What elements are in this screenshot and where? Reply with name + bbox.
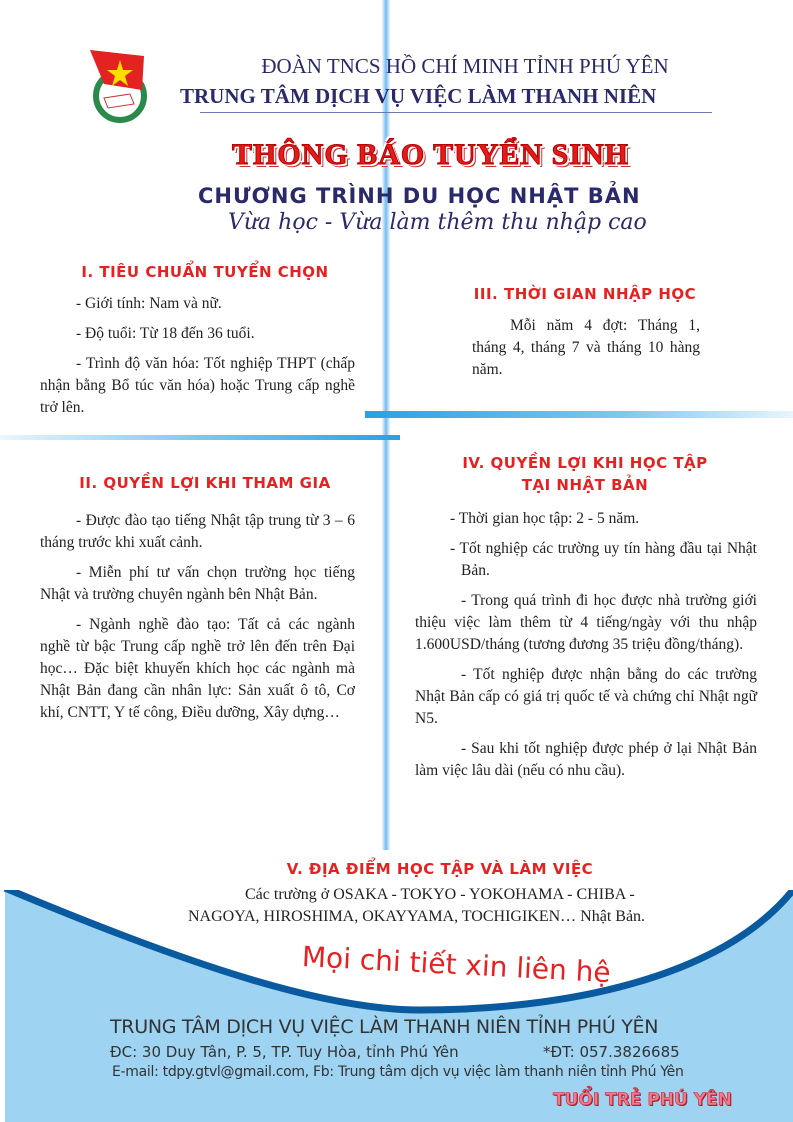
section-1-body: - Giới tính: Nam và nữ. - Độ tuổi: Từ 18… bbox=[40, 293, 355, 427]
youth-union-logo bbox=[90, 50, 147, 123]
section-3-heading: III. THỜI GIAN NHẬP HỌC bbox=[473, 285, 697, 303]
section-5-line1: Các trường ở OSAKA - TOKYO - YOKOHAMA - … bbox=[245, 886, 635, 903]
center-name: TRUNG TÂM DỊCH VỤ VIỆC LÀM THANH NIÊN bbox=[180, 84, 657, 108]
page-title: THÔNG BÁO TUYỂN SINH bbox=[231, 138, 630, 172]
brand-logo-text: TUỔI TRẺ PHÚ YÊN bbox=[553, 1090, 732, 1111]
list-item: - Miễn phí tư vấn chọn trường học tiếng … bbox=[40, 564, 355, 603]
section-4-body: - Thời gian học tập: 2 - 5 năm. - Tốt ng… bbox=[415, 508, 757, 790]
footer-address: ĐC: 30 Duy Tân, P. 5, TP. Tuy Hòa, tỉnh … bbox=[110, 1043, 459, 1061]
vertical-divider bbox=[382, 0, 390, 850]
list-item: - Thời gian học tập: 2 - 5 năm. bbox=[450, 510, 640, 527]
footer-phone: *ĐT: 057.3826685 bbox=[543, 1043, 680, 1061]
section-1-heading: I. TIÊU CHUẨN TUYỂN CHỌN bbox=[81, 263, 329, 281]
list-item: Mỗi năm 4 đợt: Tháng 1, tháng 4, tháng 7… bbox=[472, 317, 700, 378]
header-rule bbox=[200, 112, 712, 113]
slogan: Vừa học - Vừa làm thêm thu nhập cao bbox=[228, 210, 647, 235]
org-name: ĐOÀN TNCS HỒ CHÍ MINH TỈNH PHÚ YÊN bbox=[261, 54, 669, 78]
section-4-heading: IV. QUYỀN LỢI KHI HỌC TẬP TẠI NHẬT BẢN bbox=[410, 452, 760, 496]
list-item: - Trình độ văn hóa: Tốt nghiệp THPT (chấ… bbox=[40, 355, 355, 416]
section-2-body: - Được đào tạo tiếng Nhật tập trung từ 3… bbox=[40, 510, 355, 732]
footer-center-name: TRUNG TÂM DỊCH VỤ VIỆC LÀM THANH NIÊN TỈ… bbox=[110, 1016, 659, 1038]
bottom-wave bbox=[3, 890, 793, 1122]
horizontal-divider-right bbox=[365, 411, 793, 418]
list-item: - Trong quá trình đi học được nhà trường… bbox=[415, 592, 757, 653]
list-item: - Sau khi tốt nghiệp được phép ở lại Nhậ… bbox=[415, 740, 757, 779]
section-5-line2: NAGOYA, HIROSHIMA, OKAYYAMA, TOCHIGIKEN…… bbox=[188, 908, 646, 925]
list-item: - Được đào tạo tiếng Nhật tập trung từ 3… bbox=[40, 512, 355, 551]
list-item: - Giới tính: Nam và nữ. bbox=[76, 295, 222, 312]
list-item: - Tốt nghiệp được nhận bằng do các trườn… bbox=[415, 666, 757, 727]
footer-email: E-mail: tdpy.gtvl@gmail.com, Fb: Trung t… bbox=[112, 1064, 684, 1080]
section-4-heading-line1: IV. QUYỀN LỢI KHI HỌC TẬP bbox=[462, 454, 708, 472]
list-item: - Ngành nghề đào tạo: Tất cả các ngành n… bbox=[40, 616, 355, 721]
section-2-heading: II. QUYỀN LỢI KHI THAM GIA bbox=[79, 474, 331, 492]
horizontal-divider-left bbox=[0, 435, 400, 440]
section-5-heading: V. ĐỊA ĐIỂM HỌC TẬP VÀ LÀM VIỆC bbox=[286, 860, 594, 878]
program-subtitle: CHƯƠNG TRÌNH DU HỌC NHẬT BẢN bbox=[198, 184, 641, 208]
list-item: - Độ tuổi: Từ 18 đến 36 tuổi. bbox=[76, 325, 255, 342]
list-item: - Tốt nghiệp các trường uy tín hàng đầu … bbox=[450, 540, 757, 579]
section-3-body: Mỗi năm 4 đợt: Tháng 1, tháng 4, tháng 7… bbox=[472, 315, 700, 389]
section-4-heading-line2: TẠI NHẬT BẢN bbox=[521, 476, 649, 494]
